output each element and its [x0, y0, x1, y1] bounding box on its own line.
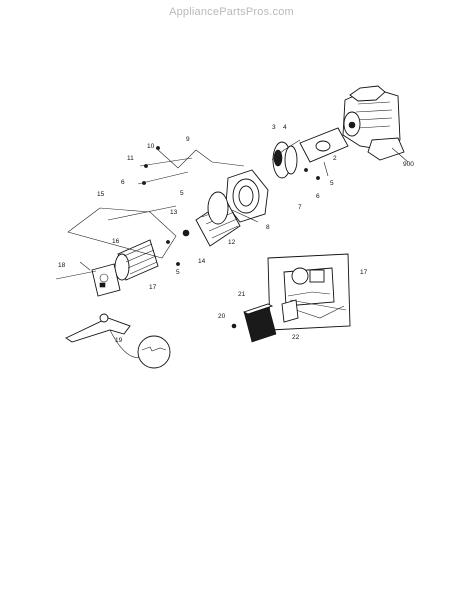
rotor [182, 191, 241, 247]
callout-9: 9 [186, 136, 190, 143]
callout-15: 15 [97, 191, 105, 198]
long-bolts [55, 146, 320, 280]
callout-6-left: 6 [121, 179, 125, 186]
callout-11: 11 [127, 155, 134, 162]
detail-circle [137, 335, 171, 369]
callout-16: 16 [112, 238, 120, 245]
callout-900: 900 [403, 161, 414, 168]
site-watermark: AppliancePartsPros.com [169, 6, 294, 18]
callout-12: 12 [228, 239, 236, 246]
engine-assembly [342, 85, 409, 163]
callout-14: 14 [198, 258, 206, 265]
stator [114, 239, 159, 281]
adapter-plate [299, 127, 349, 163]
brush-holder-plate [91, 263, 121, 297]
callout-4: 4 [283, 124, 287, 131]
leader-lines [67, 139, 329, 259]
fan-disc [272, 141, 298, 179]
switch [231, 299, 299, 329]
capacitor [242, 303, 277, 343]
callout-7: 7 [298, 204, 302, 211]
callout-21: 21 [238, 291, 246, 298]
callout-6-right: 6 [316, 193, 320, 200]
endbell-housing [225, 169, 269, 223]
callout-3: 3 [272, 124, 276, 131]
callout-17-right: 17 [360, 269, 368, 276]
callout-17-left: 17 [149, 284, 157, 291]
callout-5-right: 5 [330, 180, 334, 187]
callout-20: 20 [218, 313, 226, 320]
callout-22: 22 [292, 334, 300, 341]
bracket-tool [65, 313, 145, 358]
callout-5-upper: 5 [180, 190, 184, 197]
callout-10: 10 [147, 143, 155, 150]
callout-8: 8 [266, 224, 270, 231]
control-box-inset [267, 253, 351, 331]
callout-5-lower: 5 [176, 269, 180, 276]
callout-19: 19 [115, 337, 123, 344]
callout-13: 13 [170, 209, 178, 216]
callout-18: 18 [58, 262, 66, 269]
callout-2: 2 [333, 155, 337, 162]
